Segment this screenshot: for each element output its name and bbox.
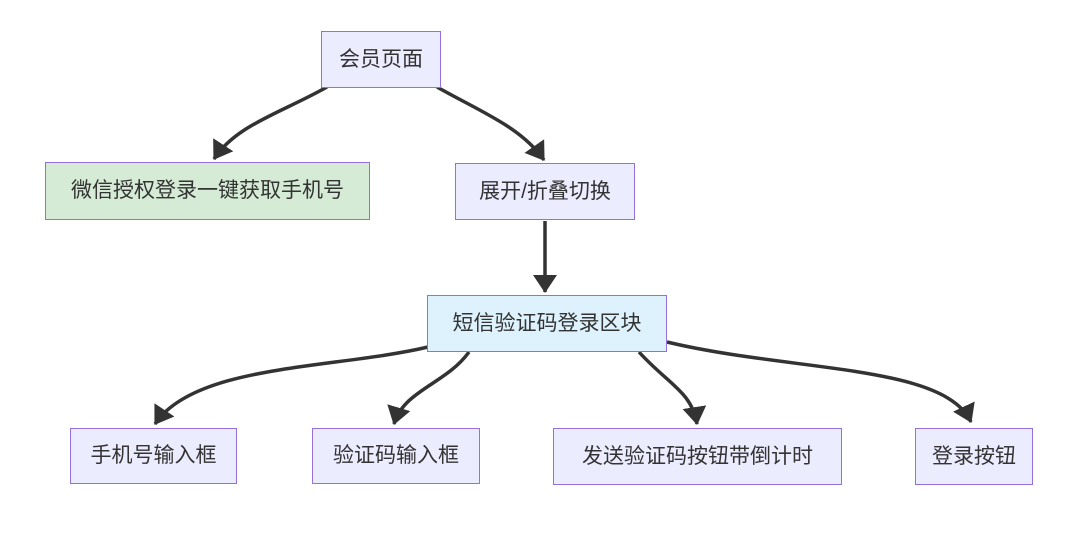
edge-sms-to-code — [387, 350, 471, 425]
node-expand-collapse-toggle-label: 展开/折叠切换 — [479, 179, 611, 203]
node-send-code-button-label: 发送验证码按钮带倒计时 — [582, 444, 813, 468]
node-sms-login-block: 短信验证码登录区块 — [427, 295, 667, 352]
node-wechat-auth-login: 微信授权登录一键获取手机号 — [45, 162, 370, 220]
node-code-input-label: 验证码输入框 — [333, 444, 459, 468]
node-sms-login-block-label: 短信验证码登录区块 — [452, 311, 642, 335]
node-expand-collapse-toggle: 展开/折叠切换 — [455, 163, 635, 220]
node-send-code-button: 发送验证码按钮带倒计时 — [553, 428, 842, 485]
edge-member-to-wechat — [212, 85, 328, 160]
node-login-button: 登录按钮 — [915, 428, 1033, 485]
edge-sms-to-phone — [153, 345, 429, 425]
edge-member-to-toggle — [436, 85, 546, 162]
edge-sms-to-sendcode — [637, 350, 707, 425]
node-login-button-label: 登录按钮 — [932, 444, 1016, 468]
node-wechat-auth-login-label: 微信授权登录一键获取手机号 — [71, 179, 344, 203]
node-phone-input-label: 手机号输入框 — [90, 444, 217, 468]
node-code-input: 验证码输入框 — [312, 428, 480, 484]
node-member-page-label: 会员页面 — [339, 47, 423, 71]
edge-sms-to-login — [666, 340, 975, 423]
node-phone-input: 手机号输入框 — [70, 428, 237, 484]
node-member-page: 会员页面 — [321, 31, 441, 88]
